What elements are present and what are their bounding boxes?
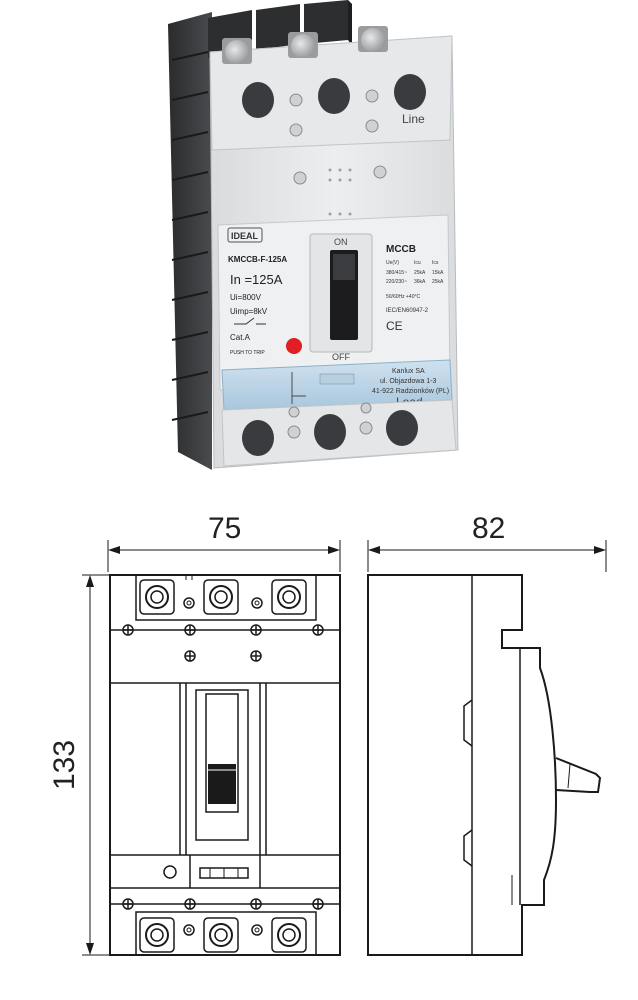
- bottom-terminal-holes: [242, 410, 418, 456]
- product-photo: Line IDEAL KMCCB-F-125A In =125A Ui=800V…: [168, 0, 459, 470]
- top-screws: [222, 26, 388, 64]
- depth-dimension: [367, 540, 607, 572]
- off-label: OFF: [332, 352, 350, 362]
- model-text: KMCCB-F-125A: [228, 255, 287, 264]
- svg-text:50/60Hz +40°C: 50/60Hz +40°C: [386, 294, 420, 300]
- rating-in-text: In =125A: [230, 272, 283, 287]
- standard-text: IEC/EN60947-2: [386, 308, 429, 314]
- push-to-trip-text: PUSH TO TRIP: [230, 350, 265, 356]
- maker-name: Kanlux SA: [392, 368, 425, 375]
- brand-logo: IDEAL: [227, 227, 263, 243]
- line-label: Line: [402, 112, 425, 126]
- side-view: [367, 574, 602, 956]
- maker-street: ul. Objazdowa 1-3: [380, 378, 437, 385]
- technical-drawing: 75 82 133: [48, 512, 607, 956]
- front-top-terminals: [139, 575, 307, 615]
- svg-text:380/415~: 380/415~: [386, 270, 407, 276]
- svg-text:220/230~: 220/230~: [386, 279, 407, 285]
- width-value: 75: [208, 512, 241, 545]
- depth-value: 82: [472, 512, 505, 545]
- rating-ui-text: Ui=800V: [230, 293, 262, 302]
- breaker-side-housing: [168, 12, 212, 470]
- rating-uimp-text: Uimp=8kV: [230, 307, 268, 316]
- front-cross-screws: [122, 624, 324, 662]
- side-ribs: [171, 51, 209, 421]
- spec-table: Ue(V) Icu Ics 380/415~ 25kA 15kA 220/230…: [386, 260, 444, 300]
- push-to-trip-button[interactable]: [286, 338, 302, 354]
- front-handle-dark: [208, 764, 236, 804]
- svg-text:25kA: 25kA: [432, 279, 444, 285]
- category-text: Cat.A: [230, 333, 251, 342]
- type-label: MCCB: [386, 244, 416, 255]
- svg-text:Ue(V): Ue(V): [386, 260, 399, 266]
- height-dimension: [82, 574, 110, 956]
- width-dimension: [107, 540, 341, 572]
- svg-text:25kA: 25kA: [414, 270, 426, 276]
- front-view: [109, 574, 341, 956]
- switch-symbol: [234, 317, 266, 325]
- side-handle-lever: [555, 757, 602, 793]
- maker-city: 41-922 Radzionków (PL): [372, 388, 449, 395]
- vent-dots: [328, 168, 352, 216]
- brand-name: IDEAL: [231, 231, 259, 241]
- front-bottom-terminals: [139, 917, 307, 953]
- svg-text:36kA: 36kA: [414, 279, 426, 285]
- on-label: ON: [334, 237, 348, 247]
- front-handle-area: [179, 683, 267, 855]
- ce-mark: CE: [386, 319, 403, 333]
- svg-text:Ics: Ics: [432, 260, 439, 266]
- height-value: 133: [48, 740, 81, 790]
- top-terminal-holes: [242, 74, 426, 118]
- svg-text:15kA: 15kA: [432, 270, 444, 276]
- svg-text:Icu: Icu: [414, 260, 421, 266]
